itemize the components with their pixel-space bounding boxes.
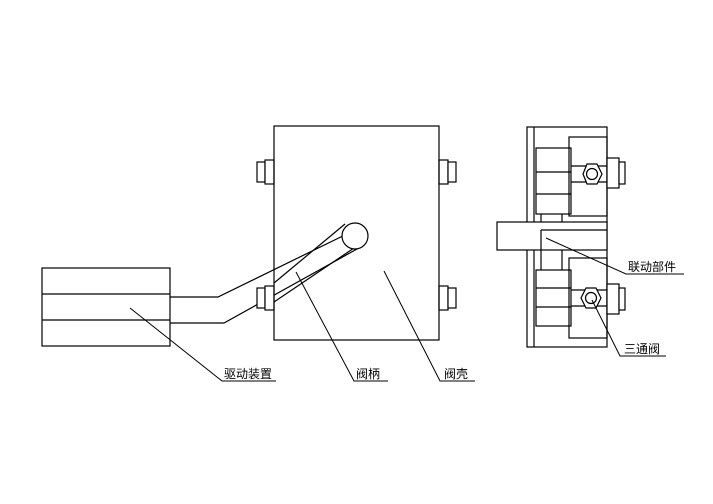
valve-handle bbox=[273, 222, 369, 303]
label-linkage-part: 联动部件 bbox=[628, 259, 676, 274]
leader-valve-handle bbox=[295, 271, 388, 382]
drive-rod bbox=[170, 230, 358, 324]
label-valve-handle: 阀柄 bbox=[356, 367, 380, 381]
label-three-way-valve: 三通阀 bbox=[624, 342, 660, 356]
label-valve-shell: 阀壳 bbox=[444, 367, 468, 381]
leader-linkage-part bbox=[545, 237, 684, 275]
leader-three-way-valve bbox=[591, 299, 666, 357]
leader-drive-device bbox=[129, 307, 276, 382]
label-drive-device: 驱动装置 bbox=[224, 367, 272, 381]
side-view-assembly bbox=[496, 126, 626, 348]
drive-device bbox=[41, 267, 171, 347]
valve-shell bbox=[256, 125, 457, 341]
leader-valve-shell bbox=[383, 270, 475, 382]
